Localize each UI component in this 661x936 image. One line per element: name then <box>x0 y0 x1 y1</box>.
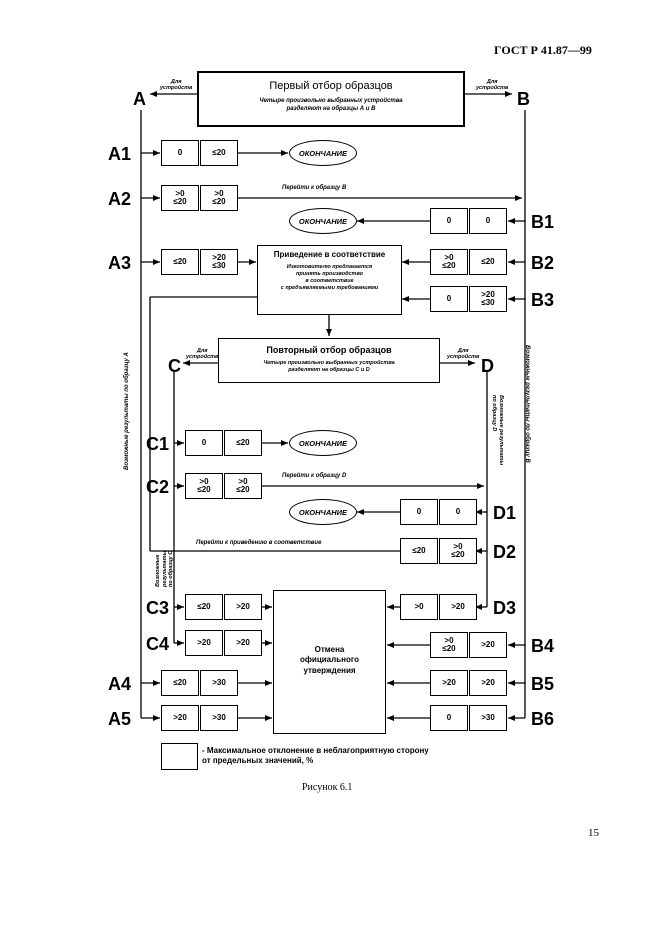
page-number: 15 <box>588 827 599 839</box>
cell-b5-1: >20 <box>430 670 468 696</box>
cell-a4-1: ≤20 <box>161 670 199 696</box>
goto-conform-label: Перейти к приведению в соответствие <box>196 540 322 546</box>
vertical-label-c: Возможные результаты по образцу C <box>155 550 175 587</box>
cell-a1-1: 0 <box>161 140 199 166</box>
conformity-text: Изготовителю предлагается принять произв… <box>280 264 379 292</box>
cell-c3-2: >20 <box>224 594 262 620</box>
goto-d-label: Перейти к образцу D <box>282 473 347 479</box>
cell-b6-1: 0 <box>430 705 468 731</box>
end-oval-d1: ОКОНЧАНИЕ <box>289 499 357 525</box>
figure-caption: Рисунок 6.1 <box>302 782 353 793</box>
label-c3: C3 <box>146 598 170 618</box>
cell-b1-1: 0 <box>430 208 468 234</box>
to-device-a: Для устройств <box>160 79 193 91</box>
cancellation-text: Отмена официального утверждения <box>300 645 359 675</box>
to-device-d: Для устройств <box>447 348 480 360</box>
label-a3: A3 <box>108 253 132 273</box>
cell-a5-1: >20 <box>161 705 199 731</box>
label-b4: B4 <box>531 636 555 656</box>
cell-c2-2: >0 ≤20 <box>224 473 262 499</box>
cell-d2-2: >0 ≤20 <box>439 538 477 564</box>
cell-c4-1: >20 <box>185 630 223 656</box>
label-a2: A2 <box>108 189 132 209</box>
repeat-sampling-box: Повторный отбор образцов Четыре произвол… <box>218 338 440 383</box>
cell-a4-2: >30 <box>200 670 238 696</box>
label-a4: A4 <box>108 674 132 694</box>
cell-c1-2: ≤20 <box>224 430 262 456</box>
first-sampling-title: Первый отбор образцов <box>269 80 393 92</box>
cell-a2-1: >0 ≤20 <box>161 185 199 211</box>
repeat-sampling-text: Четыре произвольно выбранных устройства … <box>263 360 395 374</box>
end-oval-c1: ОКОНЧАНИЕ <box>289 430 357 456</box>
cell-b3-2: >20 ≤30 <box>469 286 507 312</box>
cell-c4-2: >20 <box>224 630 262 656</box>
cell-b3-1: 0 <box>430 286 468 312</box>
cancellation-box: Отмена официального утверждения <box>273 590 386 734</box>
label-b6: B6 <box>531 709 555 729</box>
cell-b4-1: >0 ≤20 <box>430 632 468 658</box>
cell-b5-2: >20 <box>469 670 507 696</box>
vertical-label-d: Возможные результаты по образцу D <box>491 395 504 466</box>
vertical-label-a: Возможные результаты по образцу А <box>124 352 130 470</box>
cell-c3-1: ≤20 <box>185 594 223 620</box>
label-b: B <box>517 89 530 109</box>
first-sampling-box: Первый отбор образцов Четыре произвольно… <box>197 71 465 127</box>
label-d3: D3 <box>493 598 517 618</box>
label-d1: D1 <box>493 503 517 523</box>
conformity-box: Приведение в соответствие Изготовителю п… <box>257 245 402 315</box>
cell-a5-2: >30 <box>200 705 238 731</box>
cell-d3-2: >20 <box>439 594 477 620</box>
end-oval-a1: ОКОНЧАНИЕ <box>289 140 357 166</box>
cell-d1-1: 0 <box>400 499 438 525</box>
first-sampling-text: Четыре произвольно выбранных устройства … <box>259 98 403 112</box>
cell-b1-2: 0 <box>469 208 507 234</box>
cell-a3-2: >20 ≤30 <box>200 249 238 275</box>
label-c: C <box>168 356 181 376</box>
cell-b4-2: >20 <box>469 632 507 658</box>
label-c1: C1 <box>146 434 170 454</box>
cell-b2-2: ≤20 <box>469 249 507 275</box>
label-d: D <box>481 356 494 376</box>
label-d2: D2 <box>493 542 517 562</box>
cell-c1-1: 0 <box>185 430 223 456</box>
repeat-sampling-title: Повторный отбор образцов <box>266 345 392 355</box>
cell-a1-2: ≤20 <box>200 140 238 166</box>
goto-b-label: Перейти к образцу В <box>282 185 347 191</box>
label-b2: B2 <box>531 253 555 273</box>
label-b5: B5 <box>531 674 555 694</box>
cell-a3-1: ≤20 <box>161 249 199 275</box>
cell-d1-2: 0 <box>439 499 477 525</box>
end-oval-b1: ОКОНЧАНИЕ <box>289 208 357 234</box>
label-b3: B3 <box>531 290 555 310</box>
legend-text: - Максимальное отклонение в неблагоприят… <box>202 746 429 766</box>
cell-b6-2: >30 <box>469 705 507 731</box>
cell-c2-1: >0 ≤20 <box>185 473 223 499</box>
label-a: A <box>133 89 146 109</box>
label-b1: B1 <box>531 212 555 232</box>
cell-b2-1: >0 ≤20 <box>430 249 468 275</box>
label-c2: C2 <box>146 477 170 497</box>
vertical-label-b: Возможные результаты по образцу В <box>524 345 530 463</box>
label-c4: C4 <box>146 634 170 654</box>
label-a5: A5 <box>108 709 132 729</box>
cell-d3-1: >0 <box>400 594 438 620</box>
legend-box <box>161 743 198 770</box>
cell-a2-2: >0 ≤20 <box>200 185 238 211</box>
standard-number: ГОСТ Р 41.87—99 <box>494 43 592 57</box>
to-device-c: Для устройств <box>186 348 219 360</box>
to-device-b: Для устройств <box>476 79 509 91</box>
conformity-title: Приведение в соответствие <box>273 250 386 259</box>
cell-d2-1: ≤20 <box>400 538 438 564</box>
label-a1: A1 <box>108 144 132 164</box>
